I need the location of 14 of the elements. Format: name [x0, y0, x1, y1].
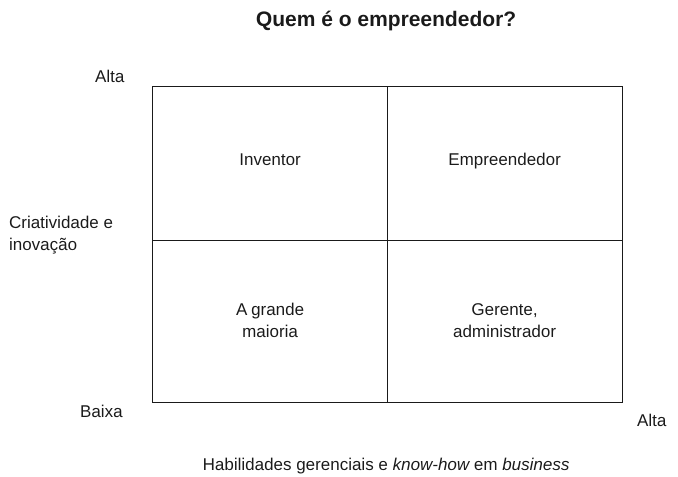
quadrant-box — [152, 86, 388, 241]
axis-title: Habilidades gerenciais e know-how em business — [202, 454, 570, 476]
axis-label: Baixa — [80, 401, 123, 423]
quadrant-label: A grande maioria — [234, 298, 306, 343]
quadrant-box — [386, 86, 622, 241]
axis-label: Alta — [637, 410, 666, 432]
quadrant-box — [152, 240, 388, 402]
quadrant-box — [386, 240, 622, 402]
quadrant-label: Empreendedor — [448, 149, 561, 172]
axis-title: Criatividade e inovação — [9, 212, 114, 256]
quadrant-label: Gerente, administrador — [452, 298, 557, 343]
title: Quem é o empreendedor? — [254, 8, 518, 32]
axis-label: Alta — [95, 66, 124, 88]
quadrant-label: Inventor — [239, 149, 301, 172]
